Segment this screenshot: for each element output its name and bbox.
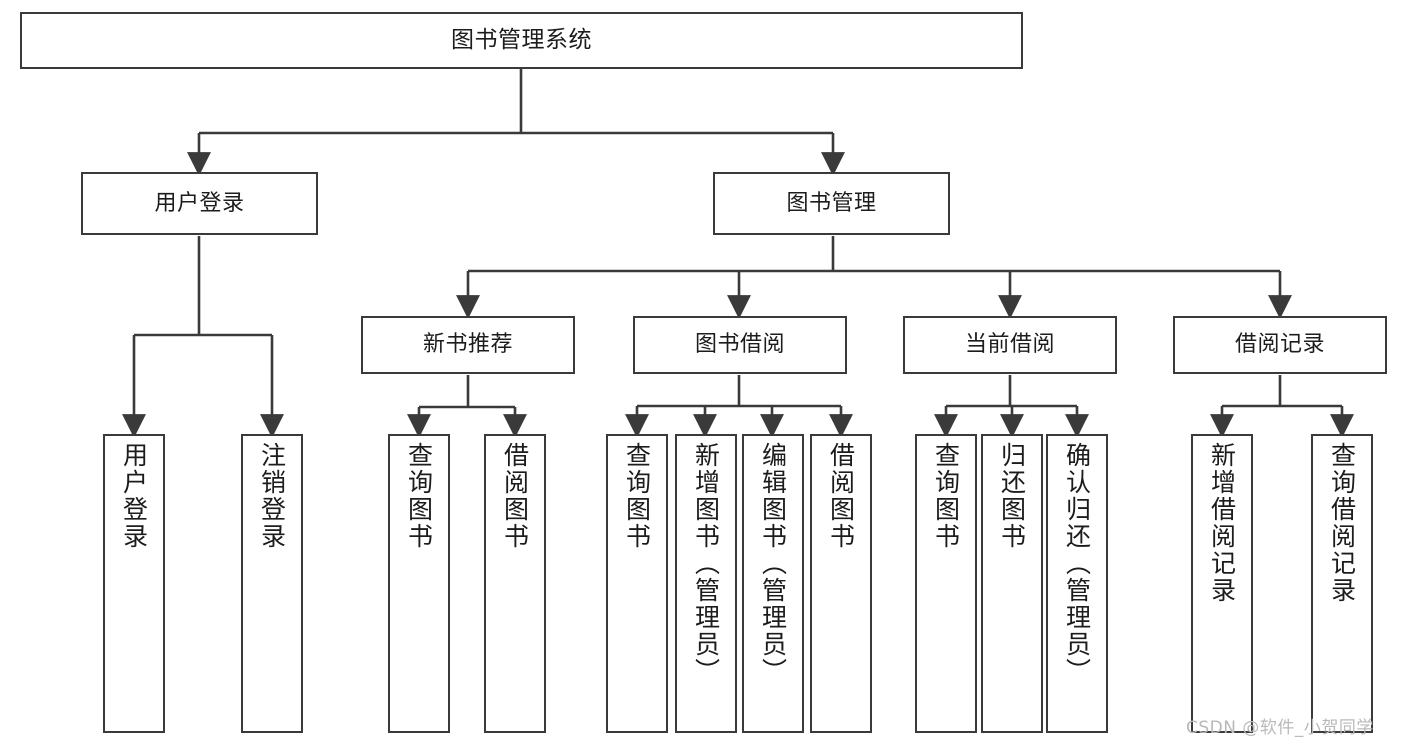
node-label: 查询图书 (931, 442, 961, 550)
node-label: 注销登录 (257, 442, 287, 550)
node-label: 借阅图书 (826, 442, 856, 550)
node-label: 新增图书（管理员） (691, 442, 721, 685)
leaf-confirm-return-admin[interactable]: 确认归还（管理员） (1046, 434, 1108, 733)
node-label: 查询图书 (622, 442, 652, 550)
leaf-add-borrow-record[interactable]: 新增借阅记录 (1191, 434, 1253, 733)
leaf-user-login[interactable]: 用户登录 (103, 434, 165, 733)
node-user-login[interactable]: 用户登录 (81, 172, 318, 235)
node-label: 当前借阅 (964, 332, 1055, 358)
node-label: 图书管理系统 (451, 26, 592, 53)
node-label: 图书借阅 (694, 332, 785, 358)
watermark: CSDN @软件_小贺同学 (1186, 718, 1374, 738)
node-new-book-recommend[interactable]: 新书推荐 (361, 316, 575, 374)
node-current-borrow[interactable]: 当前借阅 (903, 316, 1117, 374)
node-label: 图书管理 (786, 190, 877, 216)
node-label: 用户登录 (119, 442, 149, 550)
leaf-query-book-current[interactable]: 查询图书 (915, 434, 977, 733)
node-label: 新增借阅记录 (1207, 442, 1237, 604)
leaf-query-book-new[interactable]: 查询图书 (388, 434, 450, 733)
leaf-borrow-book-new[interactable]: 借阅图书 (484, 434, 546, 733)
leaf-edit-book-admin[interactable]: 编辑图书（管理员） (742, 434, 804, 733)
leaf-borrow-book[interactable]: 借阅图书 (810, 434, 872, 733)
node-book-management[interactable]: 图书管理 (713, 172, 950, 235)
leaf-add-book-admin[interactable]: 新增图书（管理员） (675, 434, 737, 733)
node-label: 确认归还（管理员） (1062, 442, 1092, 685)
node-label: 归还图书 (997, 442, 1027, 550)
leaf-query-book-borrow[interactable]: 查询图书 (606, 434, 668, 733)
node-label: 新书推荐 (422, 332, 513, 358)
node-borrow-record[interactable]: 借阅记录 (1173, 316, 1387, 374)
node-label: 用户登录 (154, 190, 245, 216)
leaf-return-book[interactable]: 归还图书 (981, 434, 1043, 733)
node-label: 借阅图书 (500, 442, 530, 550)
leaf-query-borrow-record[interactable]: 查询借阅记录 (1311, 434, 1373, 733)
leaf-logout[interactable]: 注销登录 (241, 434, 303, 733)
node-label: 编辑图书（管理员） (758, 442, 788, 685)
node-label: 查询图书 (404, 442, 434, 550)
node-label: 借阅记录 (1234, 332, 1325, 358)
node-book-borrow[interactable]: 图书借阅 (633, 316, 847, 374)
node-label: 查询借阅记录 (1327, 442, 1357, 604)
node-book-management-system[interactable]: 图书管理系统 (20, 12, 1023, 69)
